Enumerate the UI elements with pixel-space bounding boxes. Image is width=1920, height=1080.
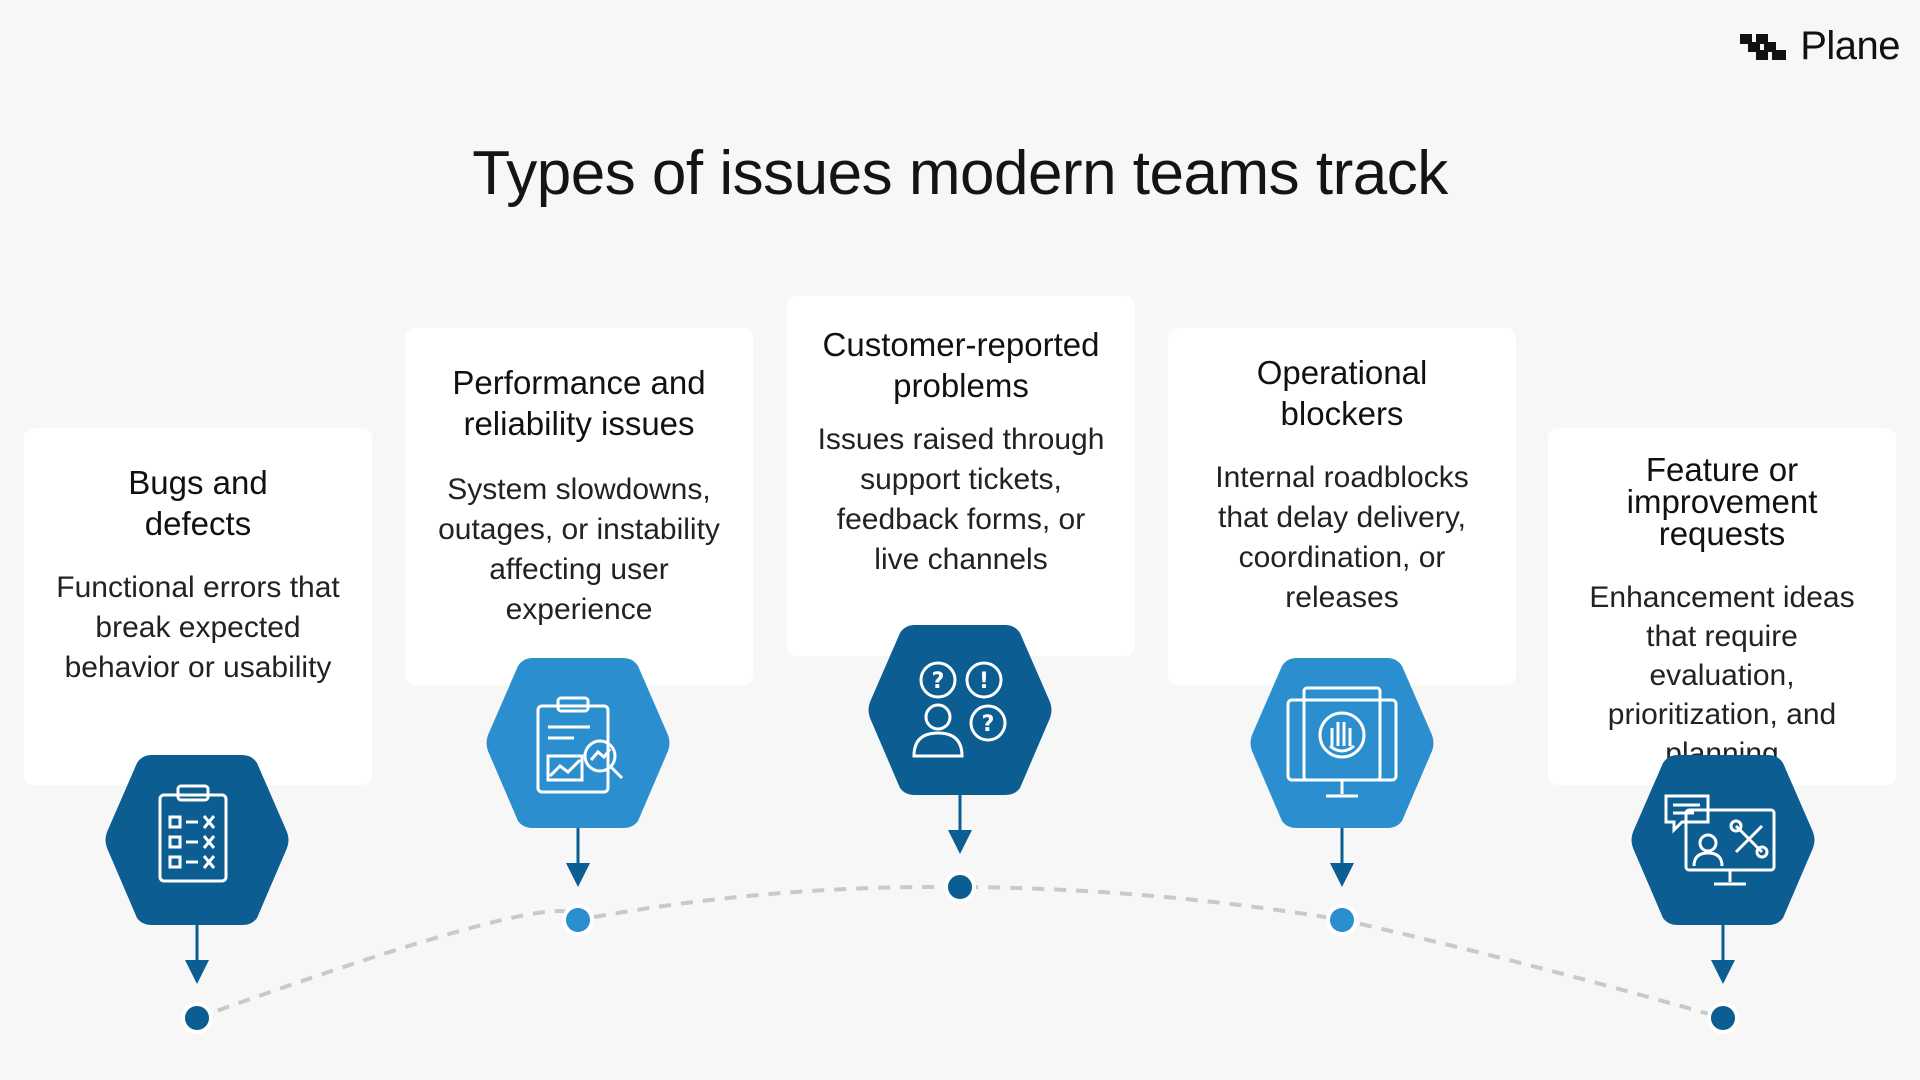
card-description: Issues raised through support tickets, f…	[817, 423, 1105, 576]
report-magnifier-icon	[536, 696, 624, 794]
card-description: System slowdowns, outages, or instabilit…	[438, 473, 720, 626]
card-title: Feature or improvement requests	[1626, 451, 1818, 552]
hexagon-operational	[1250, 658, 1434, 828]
timeline-dot-3	[944, 871, 976, 903]
hexagon-performance	[486, 658, 670, 828]
svg-text:?: ?	[932, 669, 945, 694]
card-title: Bugs and defects	[128, 464, 268, 542]
timeline-dot-1	[181, 1002, 213, 1034]
hexagon-customer: ? ! ?	[868, 625, 1052, 795]
checklist-clipboard-icon	[158, 784, 228, 883]
brand-name: Plane	[1800, 24, 1900, 68]
card-performance: Performance and reliability issues Syste…	[405, 328, 753, 685]
timeline-dot-5	[1707, 1002, 1739, 1034]
card-title: Performance and reliability issues	[452, 364, 706, 442]
card-description: Internal roadblocks that delay delivery,…	[1215, 461, 1469, 614]
card-description: Functional errors that break expected be…	[56, 571, 340, 684]
monitor-stop-hand-icon	[1286, 686, 1398, 798]
card-feature: Feature or improvement requests Enhancem…	[1548, 428, 1896, 785]
svg-text:!: !	[979, 669, 989, 694]
plane-logo-icon	[1740, 33, 1787, 60]
hexagon-bugs	[105, 755, 289, 925]
card-title: Customer-reported problems	[822, 326, 1100, 404]
monitor-tools-chat-icon	[1664, 794, 1776, 886]
page-title: Types of issues modern teams track	[472, 139, 1448, 208]
card-operational: Operational blockers Internal roadblocks…	[1168, 328, 1516, 685]
svg-text:?: ?	[982, 712, 995, 737]
hexagon-feature	[1631, 755, 1815, 925]
card-description: Enhancement ideas that require evaluatio…	[1589, 581, 1855, 770]
timeline-dot-2	[562, 904, 594, 936]
dashed-arc	[196, 884, 1724, 1020]
card-bugs: Bugs and defects Functional errors that …	[24, 428, 372, 785]
timeline-dot-4	[1326, 904, 1358, 936]
user-questions-icon: ? ! ?	[912, 661, 1007, 758]
card-title: Operational blockers	[1256, 354, 1428, 432]
brand-logo: Plane	[1738, 24, 1900, 69]
card-customer: Customer-reported problems Issues raised…	[787, 296, 1135, 656]
